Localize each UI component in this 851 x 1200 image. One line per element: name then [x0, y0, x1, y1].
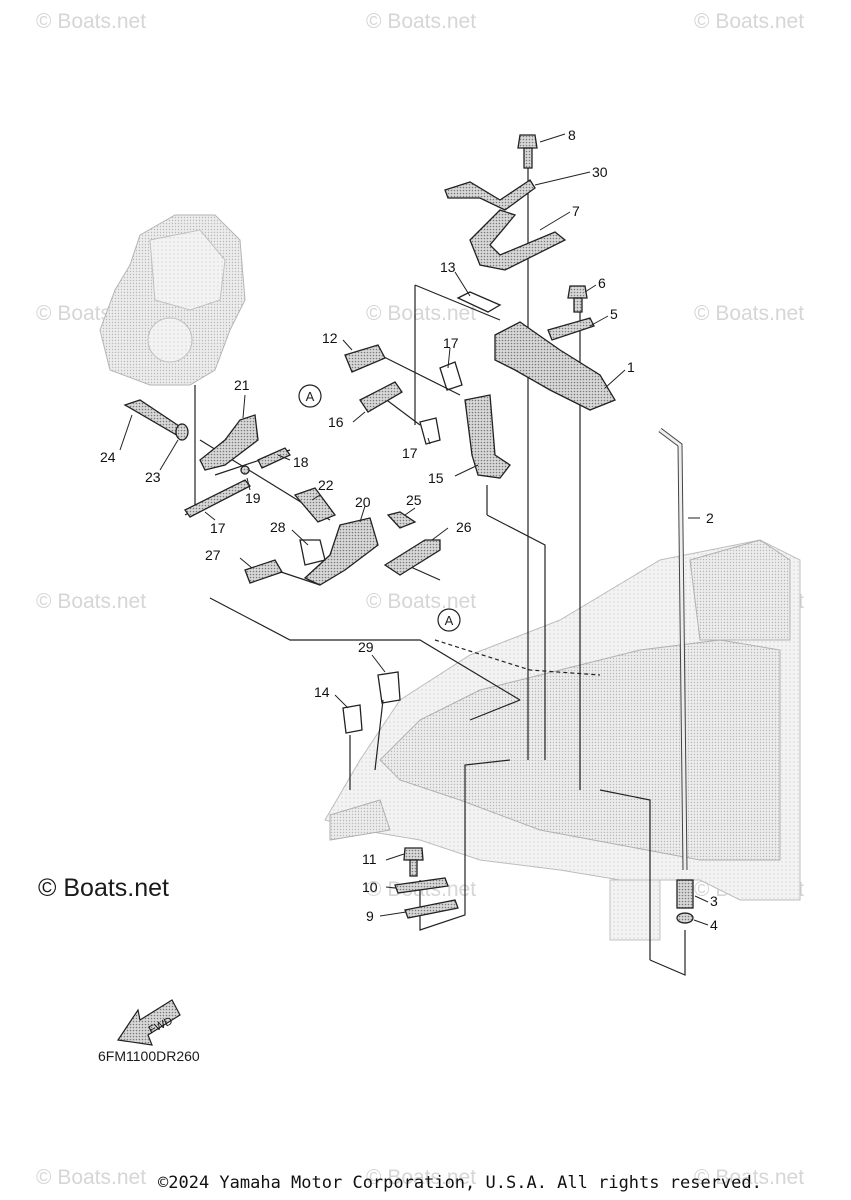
callout-3: 3 [710, 893, 718, 909]
part-19-link [257, 447, 291, 469]
part-15-lever [464, 394, 511, 479]
part-30-clip [377, 671, 401, 704]
part-10-plate [394, 877, 449, 894]
callout-6: 6 [598, 275, 606, 291]
part-28-link [244, 559, 283, 584]
callout-19: 18 [293, 454, 309, 470]
callout-9: 9 [366, 908, 374, 924]
part-17-clip-lower [419, 417, 441, 445]
watermark: © Boats.net [36, 590, 147, 613]
callout-13: 13 [440, 259, 456, 275]
part-16-link [359, 381, 403, 413]
callout-18: 17 [210, 520, 226, 536]
part-11-bolt-shank [409, 859, 418, 877]
callout-2: 2 [706, 510, 714, 526]
callout-7: 7 [572, 203, 580, 219]
part-12-link [344, 344, 386, 373]
callout-1: 1 [627, 359, 635, 375]
boats-net-copyright: © Boats.net [38, 874, 169, 902]
callout-4: 4 [710, 917, 718, 933]
part-18-rod [184, 479, 252, 518]
callout-14: 14 [314, 684, 330, 700]
callout-8: 8 [568, 127, 576, 143]
watermark: © Boats.net [366, 10, 477, 33]
callout-28: 27 [205, 547, 221, 563]
part-31-plate [444, 179, 536, 211]
engine-block [99, 214, 246, 386]
part-27-bracket [383, 539, 441, 576]
reference-a-upper: A [298, 384, 322, 408]
part-23-collar [293, 487, 337, 523]
callout-29: 28 [270, 519, 286, 535]
watermark: © Boats.net [694, 1166, 805, 1189]
reference-a-lower: A [437, 608, 461, 632]
callout-21: 20 [355, 494, 371, 510]
part-26-bolt [386, 511, 417, 529]
callout-16: 16 [328, 414, 344, 430]
part-20-pin [240, 465, 250, 475]
callout-20: 19 [245, 490, 261, 506]
part-29-spring [299, 539, 326, 566]
callout-15: 15 [428, 470, 444, 486]
watermark: © Boats.net [36, 10, 147, 33]
bottom-cowling [324, 539, 801, 941]
part-22-lever [199, 414, 259, 471]
callout-17-lower: 17 [402, 445, 418, 461]
part-3-grommet [676, 879, 694, 909]
watermark: © Boats.net [366, 590, 477, 613]
callout-numbers: 8 30 7 13 6 5 1 12 17 16 17 15 21 24 23 … [100, 127, 718, 933]
callout-25: 24 [100, 449, 116, 465]
callout-5: 5 [610, 306, 618, 322]
part-14-clip [342, 704, 363, 734]
callout-22: 21 [234, 377, 250, 393]
callout-17-upper: 17 [443, 335, 459, 351]
part-17-clip [439, 361, 463, 391]
callout-12: 12 [322, 330, 338, 346]
watermark: © Boats.net [694, 10, 805, 33]
part-24-washer [175, 423, 189, 441]
part-8-bolt-shank [523, 147, 533, 169]
watermark: © Boats.net [36, 1166, 147, 1189]
part-9-plate [404, 899, 459, 919]
part-1-lever-assembly [494, 321, 616, 411]
watermark: © Boats.net [366, 302, 477, 325]
part-5-plate [547, 317, 595, 341]
callout-26: 25 [406, 492, 422, 508]
svg-text:A: A [445, 613, 454, 628]
part-21-lever [303, 517, 379, 586]
callout-23: 22 [318, 477, 334, 493]
callout-leaders [119, 133, 709, 926]
diagram-code: 6FM1100DR260 [98, 1048, 200, 1064]
callout-30: 29 [358, 639, 374, 655]
svg-text:A: A [306, 389, 315, 404]
part-11-bolt [403, 847, 424, 861]
part-13-clip [456, 291, 502, 313]
callout-31: 30 [592, 164, 608, 180]
callout-11: 11 [362, 851, 377, 867]
watermark: © Boats.net [694, 302, 805, 325]
callout-24: 23 [145, 469, 161, 485]
fwd-arrow: FWD [116, 999, 181, 1046]
part-6-bolt [567, 285, 588, 299]
callout-27: 26 [456, 519, 472, 535]
callout-10: 10 [362, 879, 378, 895]
part-6-bolt-shank [573, 297, 583, 313]
part-8-bolt [517, 134, 538, 149]
copyright-notice: ©2024 Yamaha Motor Corporation, U.S.A. A… [158, 1173, 762, 1193]
part-4-washer [676, 912, 694, 924]
part-7-bracket [469, 209, 567, 271]
watermark: © Boats.net [366, 1166, 477, 1189]
